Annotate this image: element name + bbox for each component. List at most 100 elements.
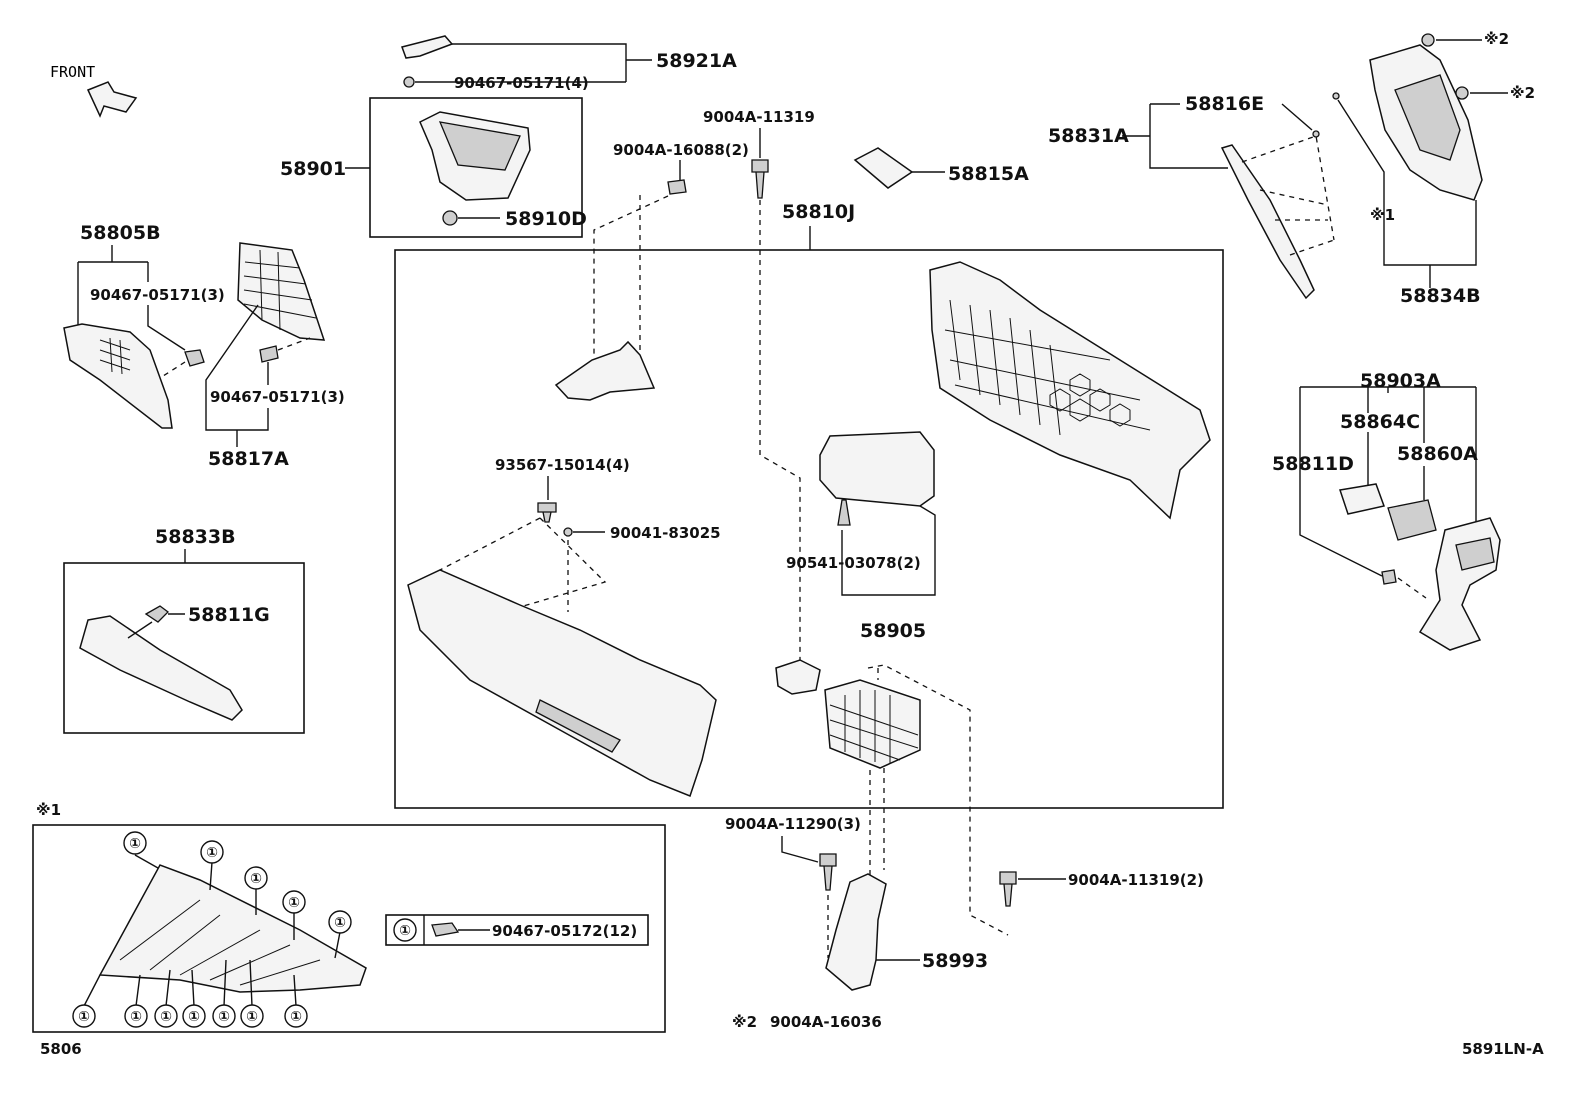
circle-one-label: ① bbox=[206, 845, 218, 861]
label-58831A: 58831A bbox=[1048, 125, 1129, 147]
bolt-9004A-11319 bbox=[751, 159, 769, 199]
mark-x1: ※1 bbox=[1370, 206, 1395, 224]
circle-one-label: ① bbox=[250, 871, 262, 887]
panel-detail bbox=[98, 864, 367, 993]
box-58810J bbox=[394, 249, 1224, 809]
circle-one-marker bbox=[328, 910, 352, 934]
lower-panel-58810J bbox=[407, 569, 717, 797]
bracket bbox=[554, 340, 656, 401]
circle-one-label: ① bbox=[129, 836, 141, 852]
circle-one-label: ① bbox=[246, 1009, 258, 1025]
mark-x2-top: ※2 bbox=[1484, 30, 1509, 48]
legend-box bbox=[385, 914, 649, 946]
circle-one-label: ① bbox=[288, 895, 300, 911]
circle-one-label: ① bbox=[188, 1009, 200, 1025]
circle-one-label: ① bbox=[290, 1009, 302, 1025]
circle-one-label: ① bbox=[160, 1009, 172, 1025]
label-58864C: 58864C bbox=[1340, 411, 1420, 433]
circle-one-marker bbox=[124, 1004, 148, 1028]
circle-one-marker bbox=[72, 1004, 96, 1028]
circle-one-label: ① bbox=[130, 1009, 142, 1025]
circle-one-marker bbox=[240, 1004, 264, 1028]
switch-58860A bbox=[1387, 499, 1437, 541]
armrest-58905 bbox=[819, 431, 935, 507]
screw-90541-03078 bbox=[837, 499, 851, 526]
clip-90467-05171-4 bbox=[403, 76, 415, 88]
label-58811G: 58811G bbox=[188, 604, 270, 626]
bolt-9004A-16088 bbox=[667, 179, 687, 195]
screw-93567-15014 bbox=[537, 502, 557, 523]
label-58860A: 58860A bbox=[1397, 443, 1478, 465]
switch-58864C bbox=[1339, 483, 1385, 515]
box-58833B bbox=[63, 562, 305, 734]
honeycomb-grid bbox=[944, 299, 1151, 436]
label-58903A: 58903A bbox=[1360, 370, 1441, 392]
circle-one-marker bbox=[282, 890, 306, 914]
circle-one-marker bbox=[154, 1004, 178, 1028]
label-58834B: 58834B bbox=[1400, 285, 1481, 307]
grommet-58910D bbox=[442, 210, 458, 226]
legend-symbol: ① bbox=[399, 923, 411, 939]
label-90041-83025: 90041-83025 bbox=[610, 524, 721, 542]
label-93567-15014: 93567-15014(4) bbox=[495, 456, 630, 474]
lid-58921A bbox=[401, 35, 454, 59]
label-58910D: 58910D bbox=[505, 208, 587, 230]
label-58815A: 58815A bbox=[948, 163, 1029, 185]
circle-one-marker bbox=[200, 840, 224, 864]
bolt-9004A-11319-2 bbox=[999, 871, 1017, 907]
label-9004A-11319-2: 9004A-11319(2) bbox=[1068, 871, 1204, 889]
front-arrow-icon bbox=[86, 81, 138, 118]
circle-one-marker bbox=[123, 831, 147, 855]
note1-marker: ※1 bbox=[36, 801, 61, 819]
label-58805B: 58805B bbox=[80, 222, 161, 244]
circle-one-marker bbox=[182, 1004, 206, 1028]
screw-x2-top bbox=[1421, 33, 1435, 47]
bolt-9004A-11290 bbox=[819, 853, 837, 891]
bracket-58993 bbox=[825, 873, 887, 991]
note2-part: 9004A-16036 bbox=[770, 1013, 882, 1031]
label-90467-05171-4: 90467-05171(4) bbox=[454, 74, 589, 92]
clip-bracket bbox=[775, 659, 821, 695]
circle-one-label: ① bbox=[334, 915, 346, 931]
clip-58816E bbox=[1312, 130, 1320, 138]
label-58993: 58993 bbox=[922, 950, 988, 972]
label-90541-03078: 90541-03078(2) bbox=[786, 554, 921, 572]
label-58811D: 58811D bbox=[1272, 453, 1354, 475]
label-58905: 58905 bbox=[860, 620, 926, 642]
circle-one-marker bbox=[284, 1004, 308, 1028]
trim-58831A bbox=[1220, 144, 1315, 300]
label-90467-05172: 90467-05172(12) bbox=[492, 922, 637, 940]
label-58810J: 58810J bbox=[782, 201, 855, 223]
clip-90041-83025 bbox=[563, 527, 573, 537]
label-58817A: 58817A bbox=[208, 448, 289, 470]
mark-x2-right: ※2 bbox=[1510, 84, 1535, 102]
storage-tray bbox=[824, 679, 921, 769]
circle-one-marker bbox=[212, 1004, 236, 1028]
note2-marker: ※2 bbox=[732, 1013, 757, 1031]
label-9004A-16088: 9004A-16088(2) bbox=[613, 141, 749, 159]
label-58816E: 58816E bbox=[1185, 93, 1264, 115]
label-58921A: 58921A bbox=[656, 50, 737, 72]
label-90467-05171-3-left: 90467-05171(3) bbox=[90, 286, 225, 304]
clip-58811G bbox=[144, 605, 169, 623]
legend-circle-icon bbox=[393, 918, 417, 942]
clip-90467-05171-3-left bbox=[184, 349, 205, 367]
circle-one-label: ① bbox=[218, 1009, 230, 1025]
panel-58805B bbox=[63, 323, 173, 429]
label-9004A-11290: 9004A-11290(3) bbox=[725, 815, 861, 833]
clip-90467-05171-3-right bbox=[259, 345, 279, 363]
trim-58833B bbox=[79, 615, 243, 721]
footer-right: 5891LN-A bbox=[1462, 1040, 1544, 1058]
screw-x2-right bbox=[1455, 86, 1469, 100]
circle-one-label: ① bbox=[78, 1009, 90, 1025]
label-58833B: 58833B bbox=[155, 526, 236, 548]
label-90467-05171-3-right: 90467-05171(3) bbox=[210, 388, 345, 406]
box-note1 bbox=[32, 824, 666, 1033]
label-9004A-11319: 9004A-11319 bbox=[703, 108, 815, 126]
label-58901: 58901 bbox=[280, 158, 346, 180]
footer-left: 5806 bbox=[40, 1040, 82, 1058]
circle-one-marker bbox=[244, 866, 268, 890]
front-label: FRONT bbox=[50, 63, 95, 81]
pad-58815A bbox=[853, 147, 914, 189]
